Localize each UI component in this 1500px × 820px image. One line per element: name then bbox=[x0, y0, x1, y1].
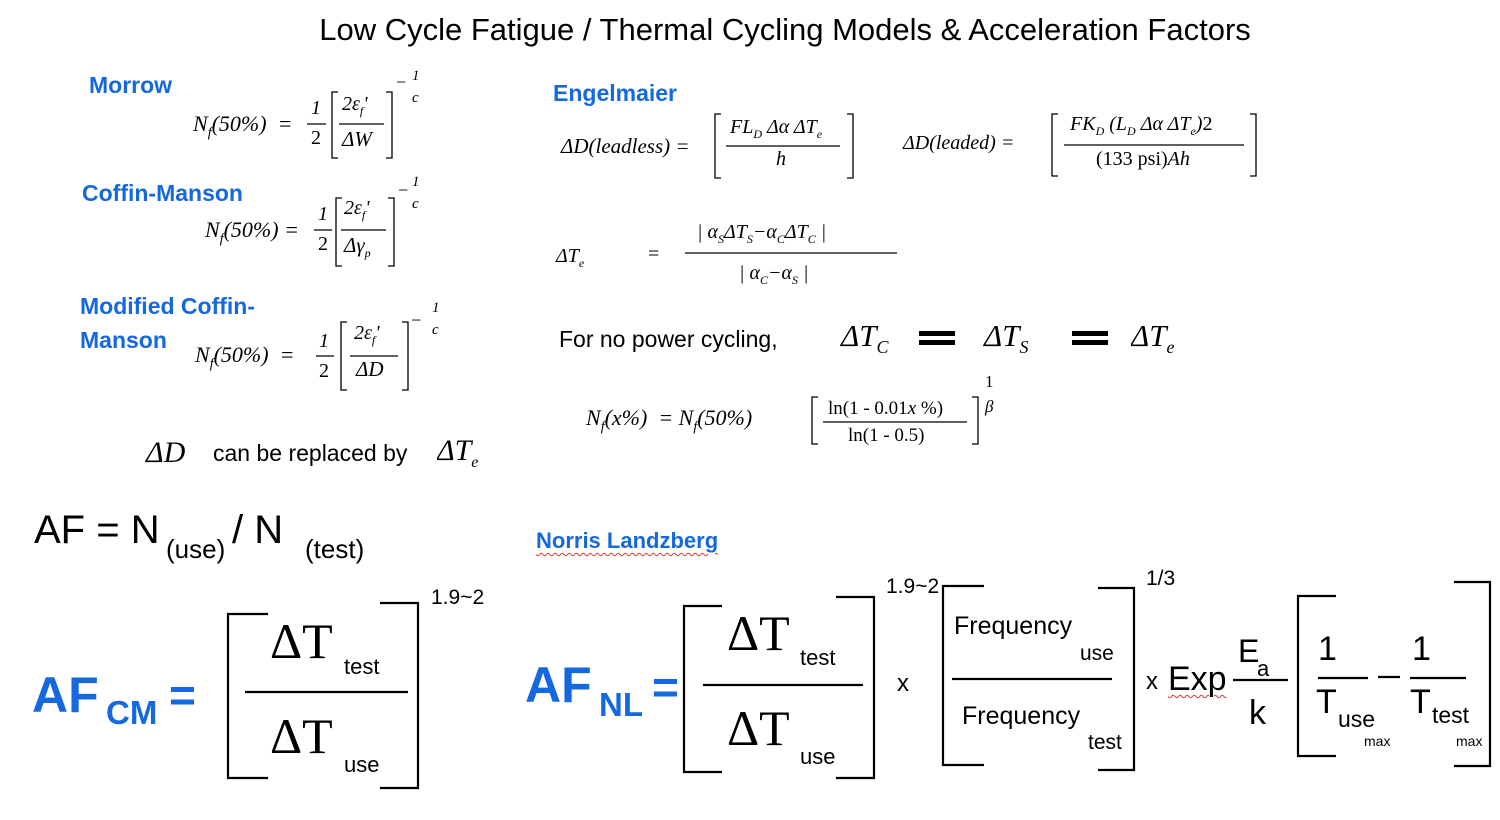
page-title: Low Cycle Fatigue / Thermal Cycling Mode… bbox=[319, 12, 1251, 47]
heading-modified-coffin-manson-1: Modified Coffin- bbox=[80, 293, 256, 319]
heading-engelmaier: Engelmaier bbox=[553, 80, 677, 106]
heading-modified-coffin-manson-2: Manson bbox=[80, 327, 167, 353]
delta-t-symbol: ΔTe bbox=[437, 434, 479, 471]
heading-coffin-manson: Coffin-Manson bbox=[82, 180, 243, 206]
replace-text: can be replaced by bbox=[213, 440, 408, 466]
heading-morrow: Morrow bbox=[89, 72, 173, 98]
heading-norris-landzberg: Norris Landzberg bbox=[536, 528, 719, 553]
delta-d-symbol: ΔD bbox=[146, 436, 186, 469]
no-power-text: For no power cycling, bbox=[559, 326, 778, 352]
